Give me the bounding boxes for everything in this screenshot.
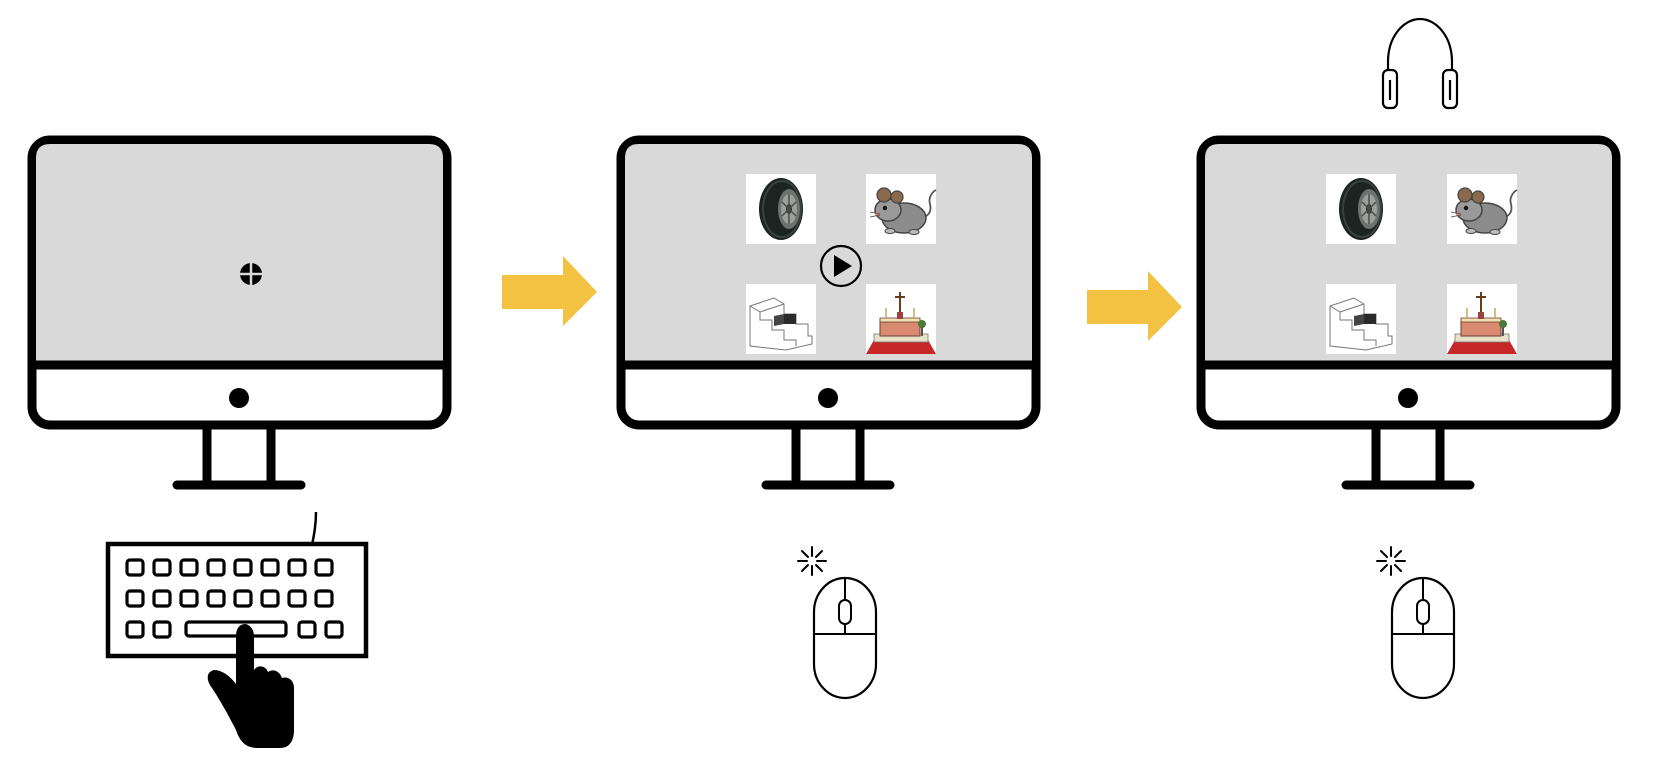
picture-altar	[1446, 283, 1518, 355]
monitor-1	[32, 140, 447, 485]
fixation-cross-icon	[240, 263, 262, 285]
picture-stairs	[745, 283, 817, 355]
picture-mouse-animal	[865, 173, 937, 245]
monitor-3	[1201, 140, 1616, 485]
stage-fixation	[32, 140, 447, 748]
stage-audio-and-selection	[1201, 17, 1616, 700]
computer-mouse-icon	[1390, 576, 1456, 700]
picture-altar	[865, 283, 937, 355]
picture-tire	[1325, 173, 1397, 245]
headphones-icon	[1381, 17, 1459, 110]
right-arrow-icon	[1087, 271, 1182, 341]
stage-preview	[621, 140, 1036, 700]
computer-mouse-icon	[812, 576, 878, 700]
keyboard-cable	[310, 511, 318, 546]
right-arrow-icon	[502, 256, 597, 326]
play-button-icon	[819, 244, 863, 288]
picture-stairs	[1325, 283, 1397, 355]
picture-tire	[745, 173, 817, 245]
click-burst-icon	[1376, 546, 1406, 576]
monitor-2	[621, 140, 1036, 485]
picture-mouse-animal	[1446, 173, 1518, 245]
spacebar-key	[184, 620, 288, 638]
hand-pointer-icon	[207, 624, 294, 748]
click-burst-icon	[797, 546, 827, 576]
